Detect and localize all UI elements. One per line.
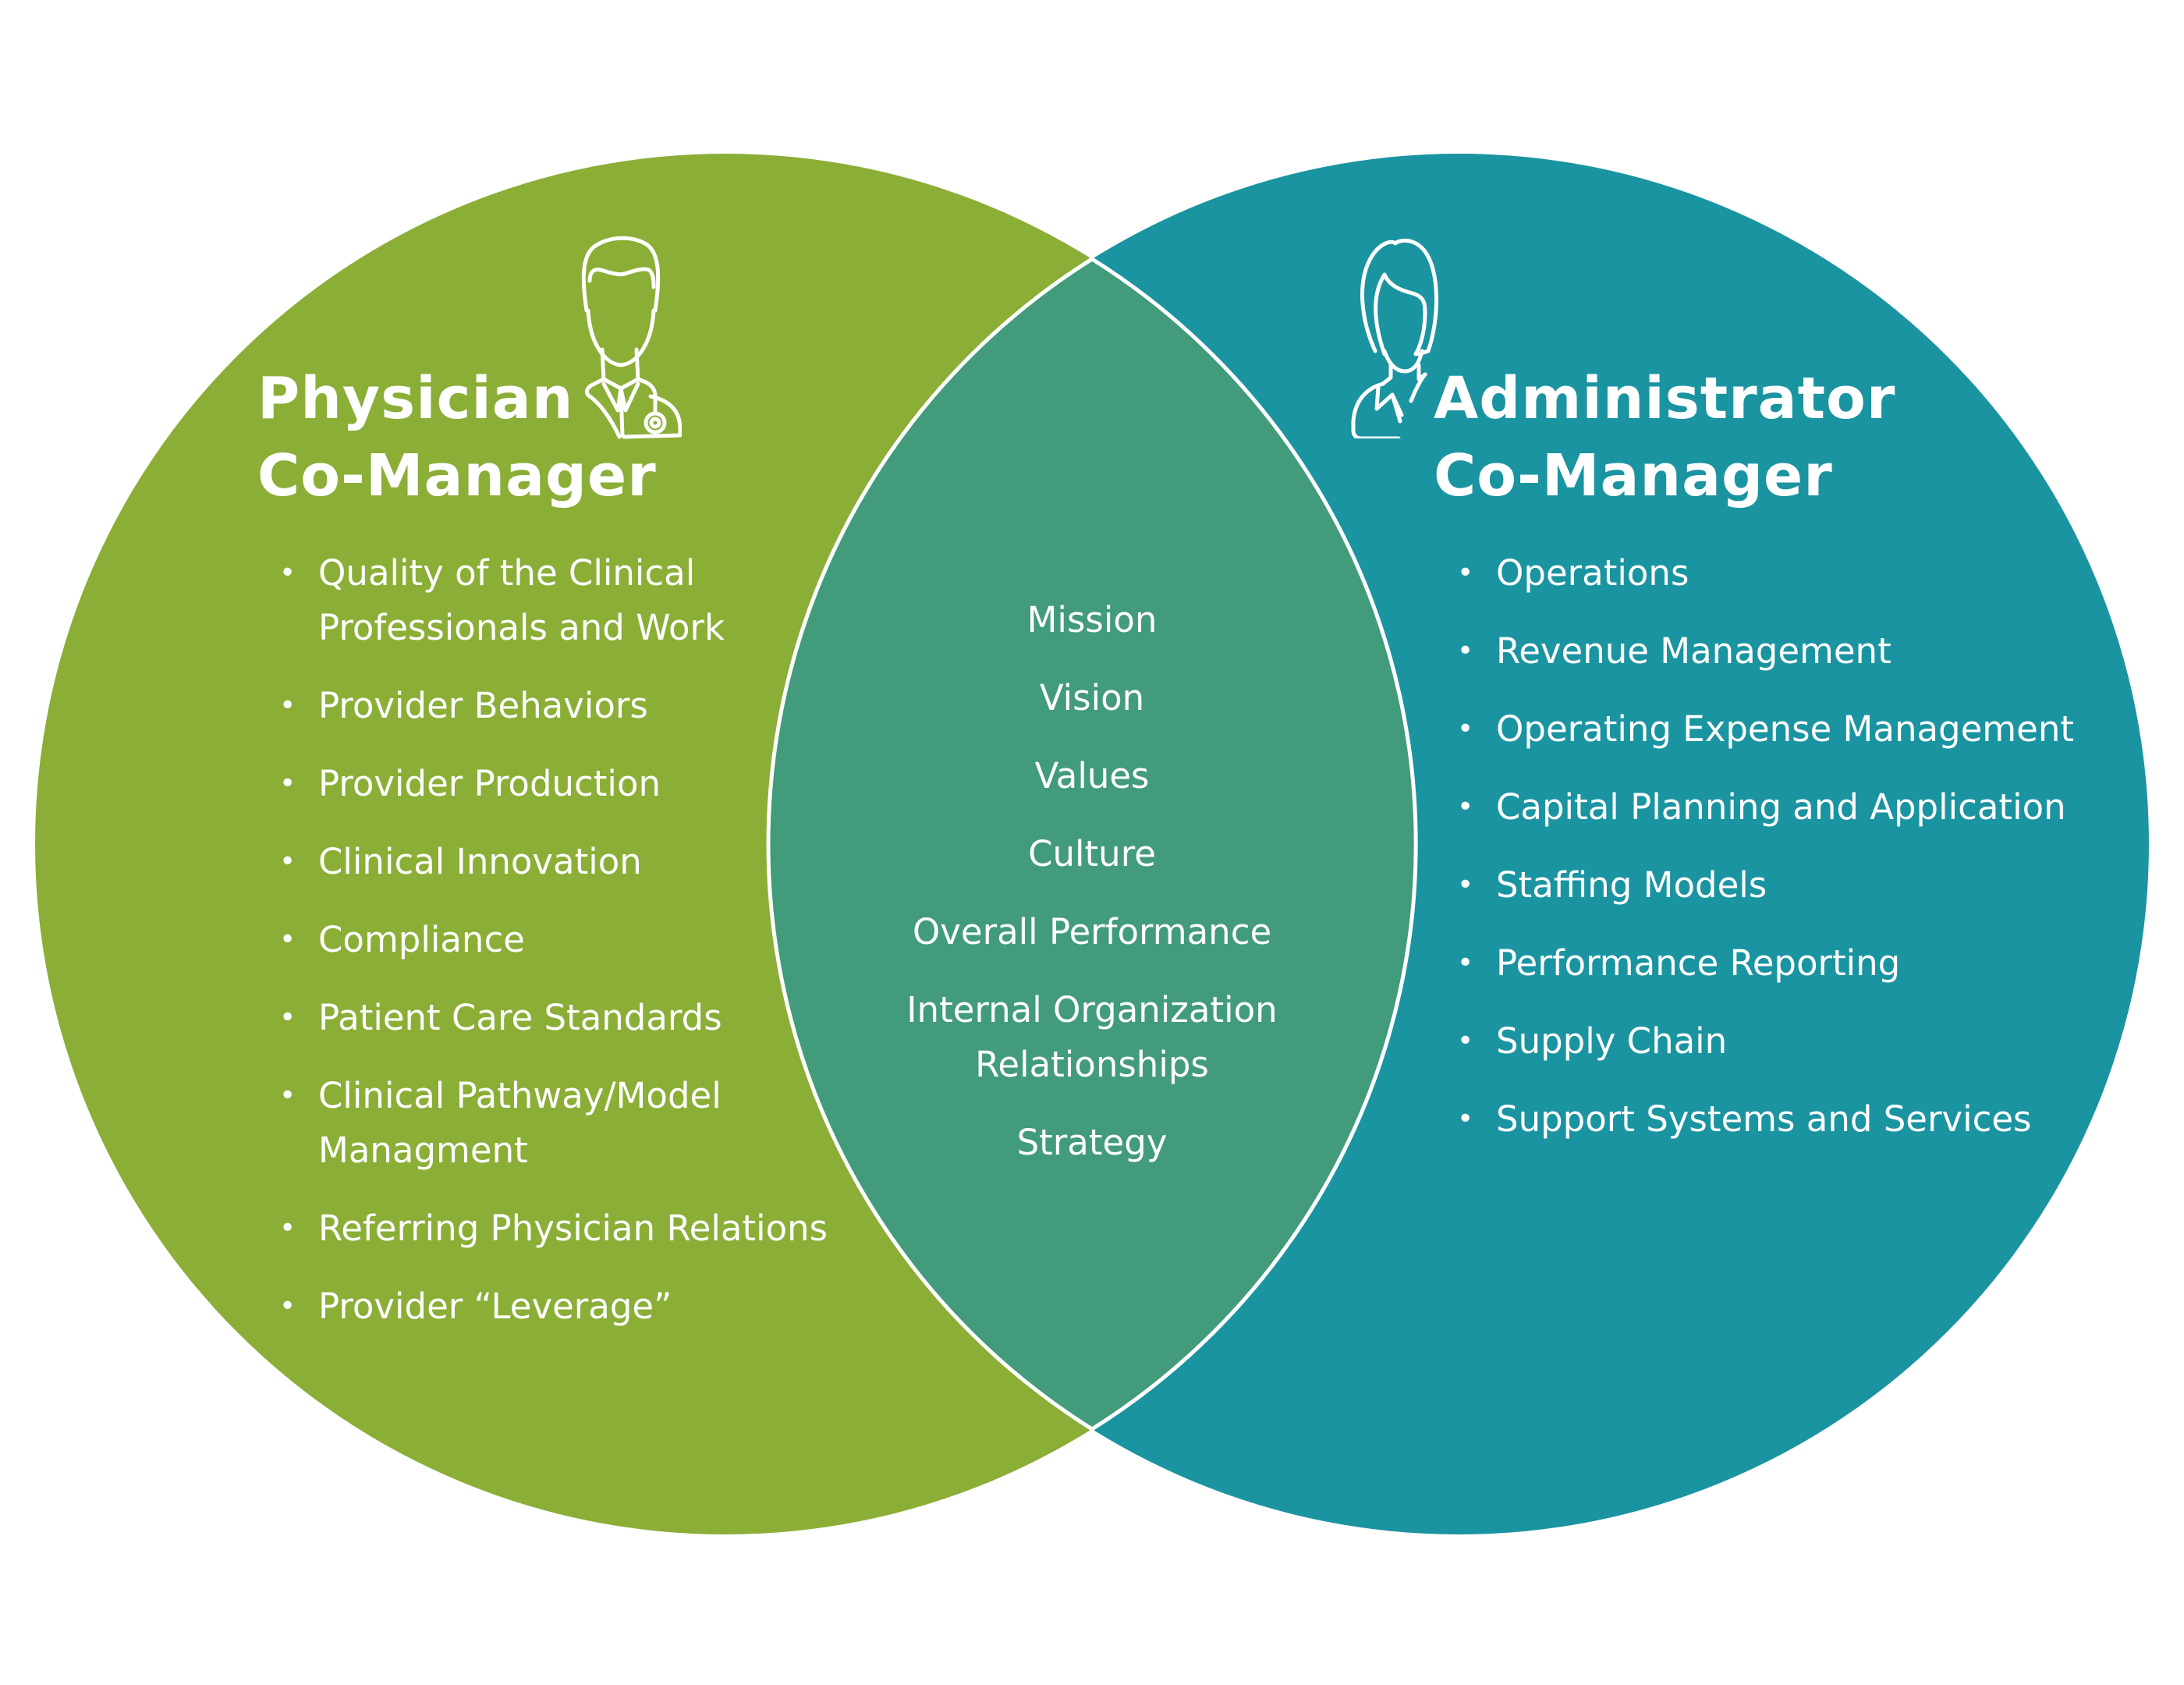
list-item: Strategy bbox=[1016, 1122, 1168, 1163]
bullet-icon: • bbox=[279, 690, 296, 722]
administrator-title-line2: Co-Manager bbox=[1434, 442, 1833, 509]
physician-responsibilities-list: •Quality of the Clinical Professionals a… bbox=[279, 546, 828, 1357]
list-item: •Clinical Pathway/Model Managment bbox=[279, 1069, 828, 1178]
bullet-icon: • bbox=[1457, 791, 1474, 823]
list-item: •Provider Production bbox=[279, 757, 828, 811]
bullet-icon: • bbox=[279, 557, 296, 589]
list-item: Internal Organization Relationships bbox=[906, 989, 1278, 1085]
list-item: •Performance Reporting bbox=[1457, 936, 2074, 991]
overlap-outline bbox=[766, 154, 1416, 1534]
overlap-outline-left bbox=[1090, 257, 1418, 1431]
bullet-icon: • bbox=[1457, 1103, 1474, 1135]
doctor-icon bbox=[581, 236, 682, 439]
bullet-icon: • bbox=[1457, 635, 1474, 667]
list-item: •Revenue Management bbox=[1457, 624, 2074, 679]
bullet-icon: • bbox=[279, 1002, 296, 1034]
list-item: •Supply Chain bbox=[1457, 1014, 2074, 1069]
bullet-icon: • bbox=[279, 1212, 296, 1244]
list-item: •Clinical Innovation bbox=[279, 835, 828, 889]
bullet-icon: • bbox=[1457, 557, 1474, 589]
list-item: •Staffing Models bbox=[1457, 858, 2074, 913]
administrator-responsibilities-list: •Operations •Revenue Management •Operati… bbox=[1457, 546, 2074, 1170]
bullet-icon: • bbox=[1457, 947, 1474, 979]
list-item: •Capital Planning and Application bbox=[1457, 780, 2074, 835]
list-item: •Support Systems and Services bbox=[1457, 1092, 2074, 1147]
list-item: Mission bbox=[1026, 599, 1158, 640]
administrator-title-line1: Administrator bbox=[1434, 365, 1896, 432]
list-item: •Operating Expense Management bbox=[1457, 702, 2074, 757]
list-item: Vision bbox=[1039, 677, 1145, 718]
bullet-icon: • bbox=[1457, 1025, 1474, 1057]
list-item: •Provider Behaviors bbox=[279, 679, 828, 733]
list-item: •Quality of the Clinical Professionals a… bbox=[279, 546, 828, 655]
bullet-icon: • bbox=[279, 924, 296, 956]
list-item: Overall Performance bbox=[912, 911, 1272, 952]
list-item: Culture bbox=[1028, 833, 1156, 874]
physician-title-line1: Physician bbox=[257, 365, 574, 432]
list-item: •Provider “Leverage” bbox=[279, 1279, 828, 1334]
administrator-title: Administrator Co-Manager bbox=[1434, 360, 1895, 515]
list-item: •Patient Care Standards bbox=[279, 991, 828, 1045]
physician-title-line2: Co-Manager bbox=[257, 442, 657, 509]
bullet-icon: • bbox=[1457, 713, 1474, 745]
physician-title: Physician Co-Manager bbox=[257, 360, 657, 515]
list-item: •Compliance bbox=[279, 913, 828, 967]
list-item: •Operations bbox=[1457, 546, 2074, 601]
bullet-icon: • bbox=[279, 1080, 296, 1112]
list-item: Values bbox=[1034, 755, 1150, 796]
bullet-icon: • bbox=[279, 1290, 296, 1322]
list-item: •Referring Physician Relations bbox=[279, 1201, 828, 1256]
bullet-icon: • bbox=[279, 846, 296, 878]
bullet-icon: • bbox=[279, 768, 296, 800]
administrator-icon bbox=[1351, 239, 1438, 438]
shared-responsibilities-list: Mission Vision Values Culture Overall Pe… bbox=[858, 593, 1326, 1194]
bullet-icon: • bbox=[1457, 869, 1474, 901]
overlap-region bbox=[768, 154, 1416, 1534]
